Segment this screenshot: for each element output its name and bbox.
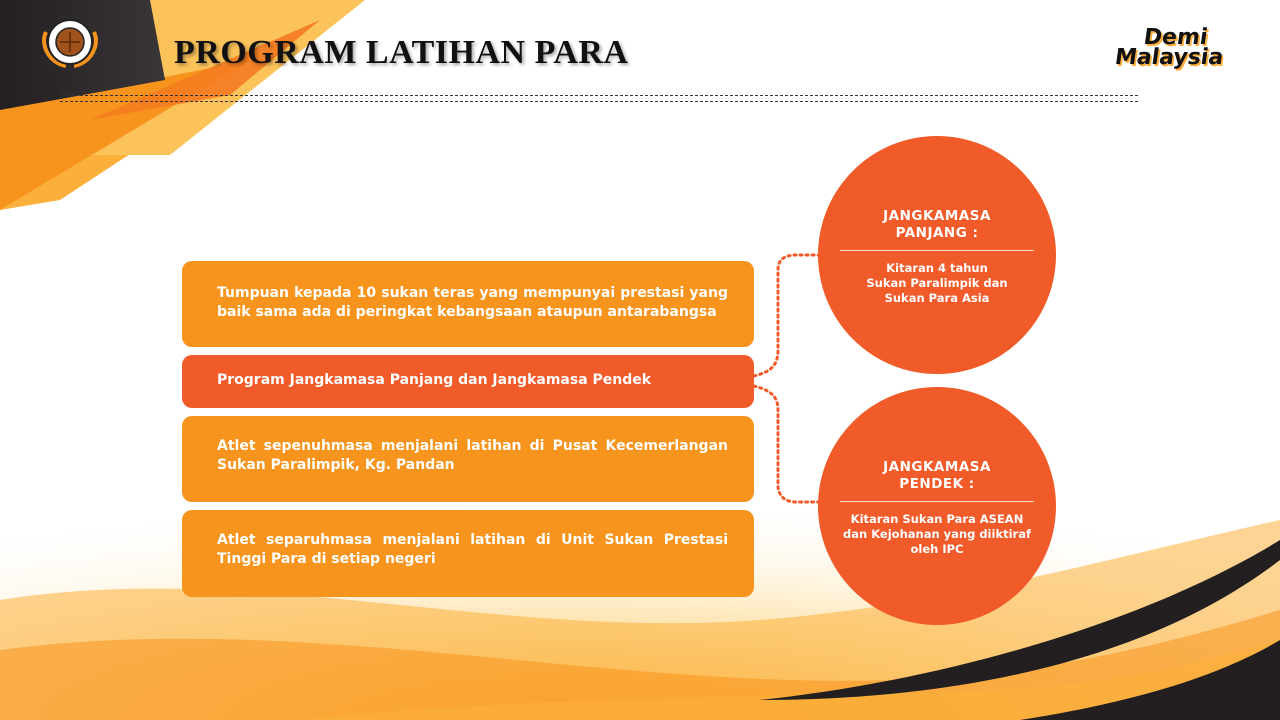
info-box-core-sports: Tumpuan kepada 10 sukan teras yang mempu… <box>182 261 754 347</box>
circle-desc: dan Kejohanan yang diiktiraf <box>843 527 1031 541</box>
title-divider-bottom <box>60 101 1138 102</box>
circle-desc: Kitaran 4 tahun <box>886 261 988 275</box>
circle-desc: oleh IPC <box>910 542 964 556</box>
circle-heading: JANGKAMASA <box>883 459 991 475</box>
circle-divider <box>840 250 1034 251</box>
circle-long-term: JANGKAMASA PANJANG : Kitaran 4 tahun Suk… <box>818 136 1056 374</box>
msn-emblem-logo <box>36 14 104 72</box>
info-box-text: Atlet separuhmasa menjalani latihan di U… <box>217 532 728 567</box>
svg-text:Demi: Demi <box>1144 26 1211 52</box>
circle-desc: Sukan Para Asia <box>884 291 990 305</box>
info-box-fulltime-athletes: Atlet sepenuhmasa menjalani latihan di P… <box>182 416 754 502</box>
svg-text:Malaysia: Malaysia <box>1116 44 1225 70</box>
info-box-text: Tumpuan kepada 10 sukan teras yang mempu… <box>217 285 728 320</box>
circle-divider <box>840 501 1034 502</box>
slide-title: PROGRAM LATIHAN PARA <box>174 34 629 71</box>
svg-text:Malaysia: Malaysia <box>1116 46 1227 72</box>
demi-malaysia-logo: Demi Demi Malaysia Malaysia <box>1113 22 1264 76</box>
logo-demi-text: Demi <box>1142 24 1209 50</box>
circle-heading: PENDEK : <box>899 476 975 492</box>
info-box-text: Atlet sepenuhmasa menjalani latihan di P… <box>217 438 728 473</box>
info-box-text: Program Jangkamasa Panjang dan Jangkamas… <box>217 372 652 388</box>
circle-heading: JANGKAMASA <box>883 208 991 224</box>
circle-short-term: JANGKAMASA PENDEK : Kitaran Sukan Para A… <box>818 387 1056 625</box>
circle-heading: PANJANG : <box>895 225 979 241</box>
circle-desc: Kitaran Sukan Para ASEAN <box>850 512 1024 526</box>
title-divider-top <box>60 95 1138 96</box>
info-box-program-term: Program Jangkamasa Panjang dan Jangkamas… <box>182 355 754 408</box>
info-box-parttime-athletes: Atlet separuhmasa menjalani latihan di U… <box>182 510 754 597</box>
circle-desc: Sukan Paralimpik dan <box>866 276 1008 290</box>
